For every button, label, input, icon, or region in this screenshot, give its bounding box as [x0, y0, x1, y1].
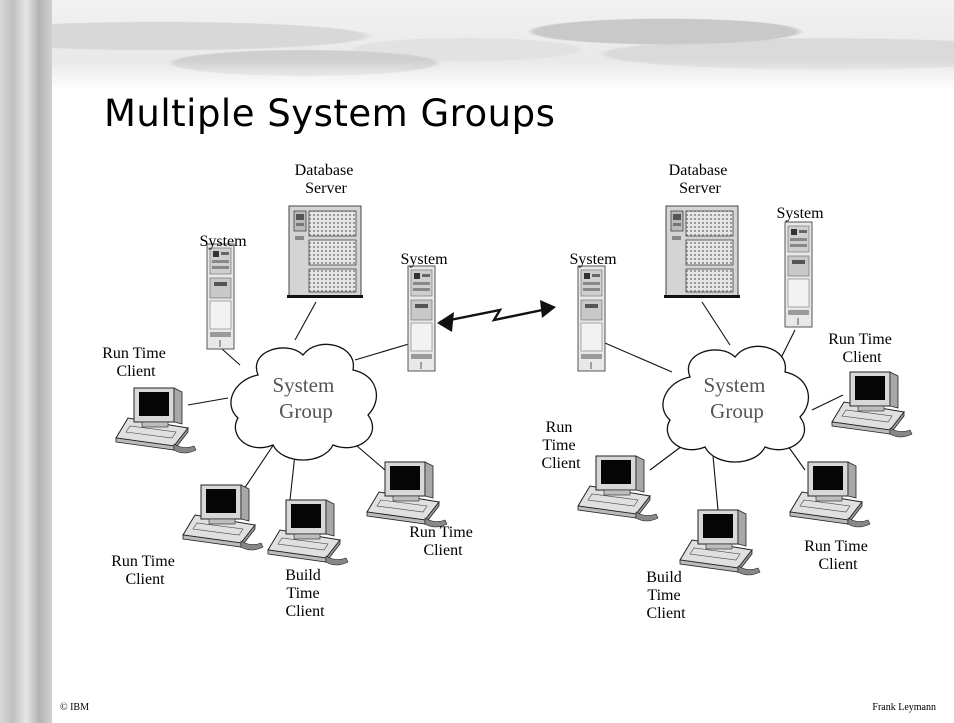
- right-system-group: Database Server System System System Gro…: [541, 162, 913, 622]
- left-system-group: Database Server System System System Gro…: [102, 162, 477, 620]
- left-link-system-label: System: [400, 251, 448, 268]
- lightning-link-icon: [437, 300, 556, 332]
- right-db-server-icon: [663, 205, 741, 299]
- left-client-runtime-1-icon: [115, 387, 197, 454]
- left-client-runtime-2-icon: [182, 484, 264, 551]
- left-system-tower-icon: [206, 243, 235, 350]
- left-client-runtime-1-label: Run Time Client: [102, 345, 170, 380]
- right-client-runtime-3-icon: [789, 461, 871, 528]
- left-client-runtime-2-label: Run Time Client: [111, 553, 179, 588]
- right-system-label: System: [776, 205, 824, 222]
- right-system-tower-icon: [784, 221, 813, 328]
- right-client-runtime-2-icon: [577, 455, 659, 522]
- right-client-runtime-1-label: Run Time Client: [828, 331, 896, 366]
- left-client-runtime-3-label: Run Time Client: [409, 524, 477, 559]
- right-client-runtime-3-label: Run Time Client: [804, 538, 872, 573]
- footer-copyright: © IBM: [60, 702, 89, 713]
- right-cloud-label: System Group: [703, 373, 770, 423]
- footer-author: Frank Leymann: [872, 702, 936, 713]
- left-db-server-label: Database Server: [295, 162, 358, 197]
- left-client-buildtime-label: Build Time Client: [285, 567, 325, 620]
- left-client-buildtime-icon: [267, 499, 349, 566]
- right-client-runtime-2-label: Run Time Client: [541, 419, 581, 472]
- left-client-runtime-3-icon: [366, 461, 448, 528]
- right-client-buildtime-label: Build Time Client: [646, 569, 686, 622]
- right-link-system-label: System: [569, 251, 617, 268]
- right-client-buildtime-icon: [679, 509, 761, 576]
- right-client-runtime-1-icon: [831, 371, 913, 438]
- left-system-label: System: [199, 233, 247, 250]
- banner-fade: [52, 60, 954, 90]
- right-link-system-tower-icon: [577, 265, 606, 372]
- left-link-system-tower-icon: [407, 265, 436, 372]
- left-cloud-label: System Group: [272, 373, 339, 423]
- right-db-server-label: Database Server: [669, 162, 732, 197]
- left-db-server-icon: [286, 205, 364, 299]
- left-decor-strip: [0, 0, 52, 723]
- slide-title: Multiple System Groups: [104, 92, 556, 135]
